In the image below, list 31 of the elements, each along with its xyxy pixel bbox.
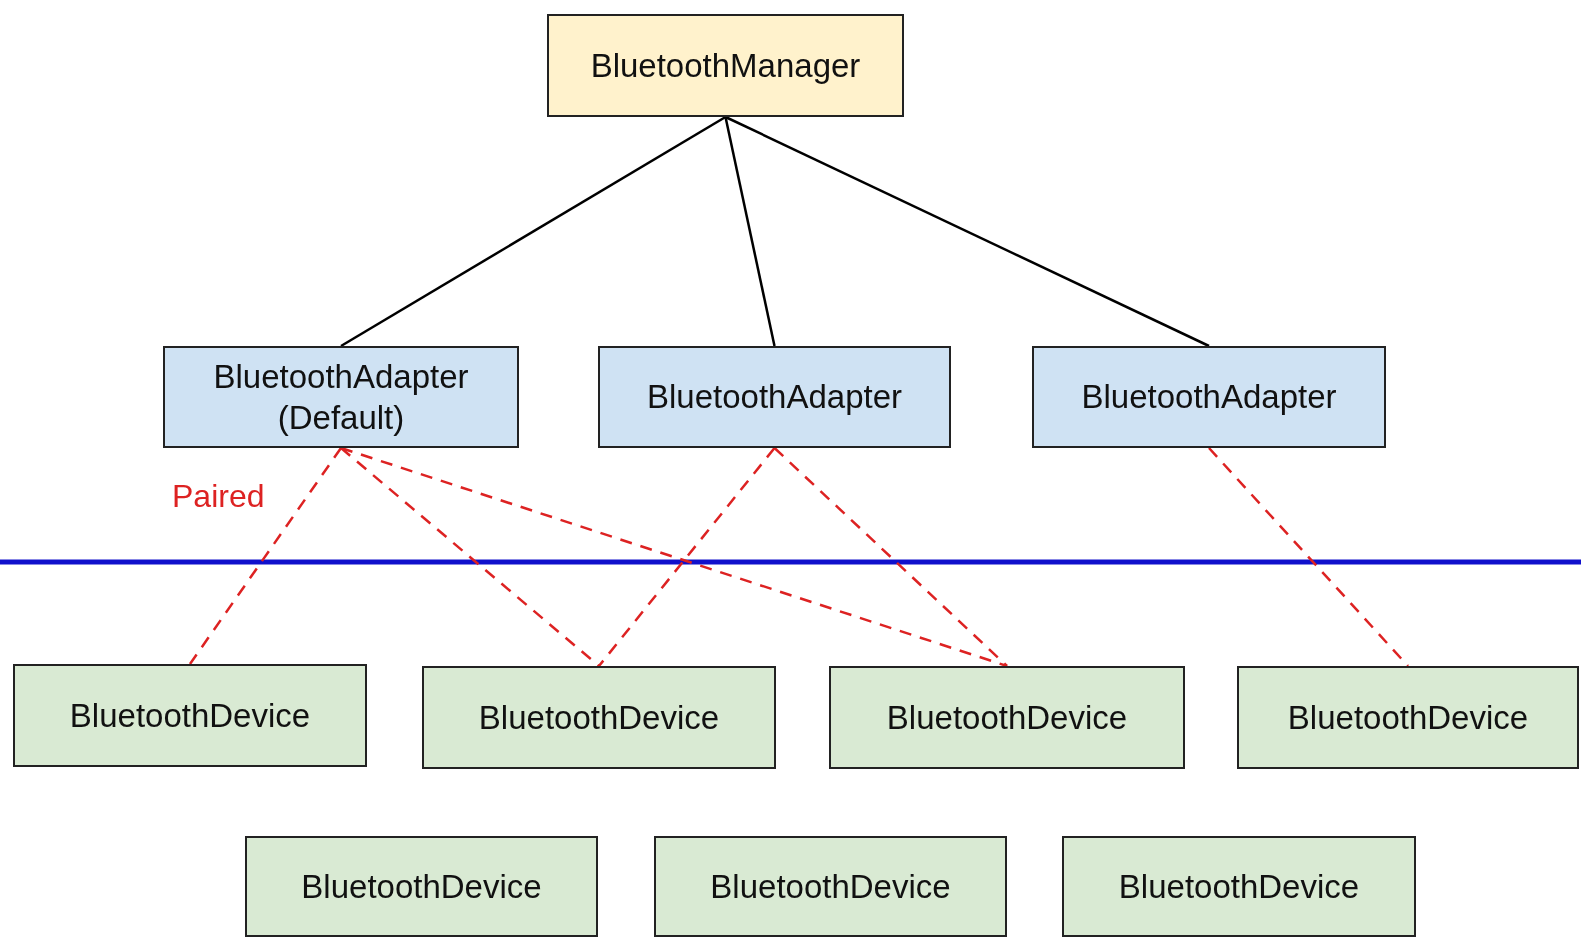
box-label: BluetoothDevice — [478, 697, 720, 738]
manager-box — [547, 14, 904, 117]
box-label: BluetoothDevice — [710, 866, 951, 907]
device-box — [422, 666, 776, 769]
connector-line — [724, 115, 1210, 348]
box-label: BluetoothAdapter — [647, 377, 902, 418]
connector-line — [724, 116, 776, 347]
box-label: BluetoothDevice — [301, 866, 542, 907]
device-box — [13, 664, 367, 767]
adapter-box — [598, 346, 951, 448]
box-label: BluetoothDevice — [1287, 697, 1529, 738]
dashed-connector — [1208, 447, 1409, 667]
dashed-connector — [188, 447, 343, 665]
dashed-connector — [773, 447, 1008, 667]
box-label: BluetoothManager — [590, 45, 861, 86]
box-label: BluetoothAdapter — [1081, 377, 1337, 418]
device-box — [1237, 666, 1579, 769]
adapter-box — [1032, 346, 1386, 448]
box-label: BluetoothDevice — [886, 697, 1128, 738]
box-label: BluetoothAdapter — [213, 356, 469, 397]
connector-line — [340, 115, 727, 348]
adapter-box — [163, 346, 519, 448]
dashed-connector — [340, 447, 600, 667]
device-box — [654, 836, 1007, 937]
box-label: BluetoothDevice — [69, 695, 311, 736]
device-box — [245, 836, 598, 937]
device-box — [1062, 836, 1416, 937]
box-label: (Default) — [277, 398, 405, 438]
box-label: BluetoothDevice — [1118, 866, 1360, 907]
device-box — [829, 666, 1185, 769]
dashed-connector — [598, 447, 776, 667]
